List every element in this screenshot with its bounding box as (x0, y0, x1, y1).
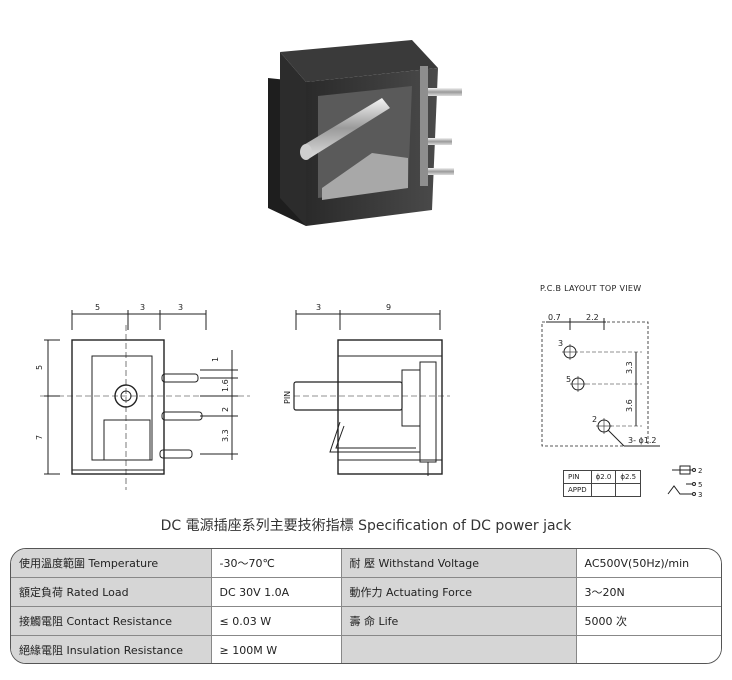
side-view: 3 9 PIN (283, 303, 450, 476)
pin-schematic (667, 465, 696, 496)
dim-front-right-1: 1.6 (221, 379, 230, 392)
dim-front-right-0: 1 (211, 357, 220, 362)
pcb-pin-1: 5 (566, 375, 571, 384)
legend-cell: ϕ2.5 (615, 470, 642, 484)
legend-cell (615, 483, 642, 497)
pcb-layout: 0.7 2.2 3 5 2 3.3 3.6 3- ϕ1.2 (541, 313, 660, 447)
dim-pcb-right-0: 3.3 (625, 361, 634, 374)
table-row: 額定負荷 Rated Load DC 30V 1.0A 動作力 Actuatin… (11, 577, 721, 607)
spec-value: 5000 次 (575, 606, 721, 636)
front-view: 5 3 3 5 7 1 1.6 2 3.3 (35, 303, 250, 490)
product-photo (268, 40, 462, 226)
legend-cell: APPD (563, 483, 592, 497)
spec-label: 額定負荷 Rated Load (11, 577, 212, 607)
dim-pcb-top-0: 0.7 (548, 313, 561, 322)
spec-value: ≤ 0.03 W (210, 606, 342, 636)
spec-value: -30～70℃ (210, 549, 342, 578)
spec-label: 耐 壓 Withstand Voltage (340, 549, 577, 578)
spec-label (340, 635, 577, 663)
pcb-layout-title: P.C.B LAYOUT TOP VIEW (540, 284, 642, 293)
pin-legend-table: PIN ϕ2.0 ϕ2.5 APPD (563, 470, 642, 497)
spec-label: 絕緣電阻 Insulation Resistance (11, 635, 212, 663)
spec-value: DC 30V 1.0A (210, 577, 342, 607)
legend-cell (590, 483, 617, 497)
dim-front-left-1: 7 (35, 435, 44, 440)
schematic-pin-5: 5 (698, 481, 702, 489)
schematic-pin-3: 3 (698, 491, 702, 499)
spec-title: DC 電源插座系列主要技術指標 Specification of DC powe… (160, 518, 572, 534)
table-row: 使用溫度範圍 Temperature -30～70℃ 耐 壓 Withstand… (11, 549, 721, 578)
dim-side-top-0: 3 (316, 303, 321, 312)
dim-front-left-0: 5 (35, 365, 44, 370)
spec-value: AC500V(50Hz)/min (575, 549, 721, 578)
dim-front-top-2: 3 (178, 303, 183, 312)
spec-value (575, 635, 721, 663)
pcb-hole-note: 3- ϕ1.2 (628, 436, 657, 445)
spec-value: ≥ 100M W (210, 635, 342, 663)
dim-front-top-1: 3 (140, 303, 145, 312)
spec-label: 使用溫度範圍 Temperature (11, 549, 212, 578)
pcb-pin-0: 3 (558, 339, 563, 348)
dim-pcb-right-1: 3.6 (625, 399, 634, 412)
legend-cell: PIN (563, 470, 592, 484)
schematic-pin-2: 2 (698, 467, 702, 475)
dim-side-top-1: 9 (386, 303, 391, 312)
spec-label: 壽 命 Life (340, 606, 577, 636)
table-row: 接觸電阻 Contact Resistance ≤ 0.03 W 壽 命 Lif… (11, 606, 721, 636)
dim-front-top-0: 5 (95, 303, 100, 312)
table-row: 絕緣電阻 Insulation Resistance ≥ 100M W (11, 635, 721, 663)
pcb-pin-2: 2 (592, 415, 597, 424)
legend-cell: ϕ2.0 (590, 470, 617, 484)
dim-front-right-2: 2 (221, 407, 230, 412)
side-pin-label: PIN (283, 391, 292, 404)
dim-front-right-3: 3.3 (221, 429, 230, 442)
spec-value: 3～20N (575, 577, 721, 607)
dim-pcb-top-1: 2.2 (586, 313, 599, 322)
spec-label: 動作力 Actuating Force (340, 577, 577, 607)
spec-label: 接觸電阻 Contact Resistance (11, 606, 212, 636)
spec-table: 使用溫度範圍 Temperature -30～70℃ 耐 壓 Withstand… (10, 548, 722, 664)
technical-drawings: 5 3 3 5 7 1 1.6 2 3.3 3 (35, 303, 702, 499)
